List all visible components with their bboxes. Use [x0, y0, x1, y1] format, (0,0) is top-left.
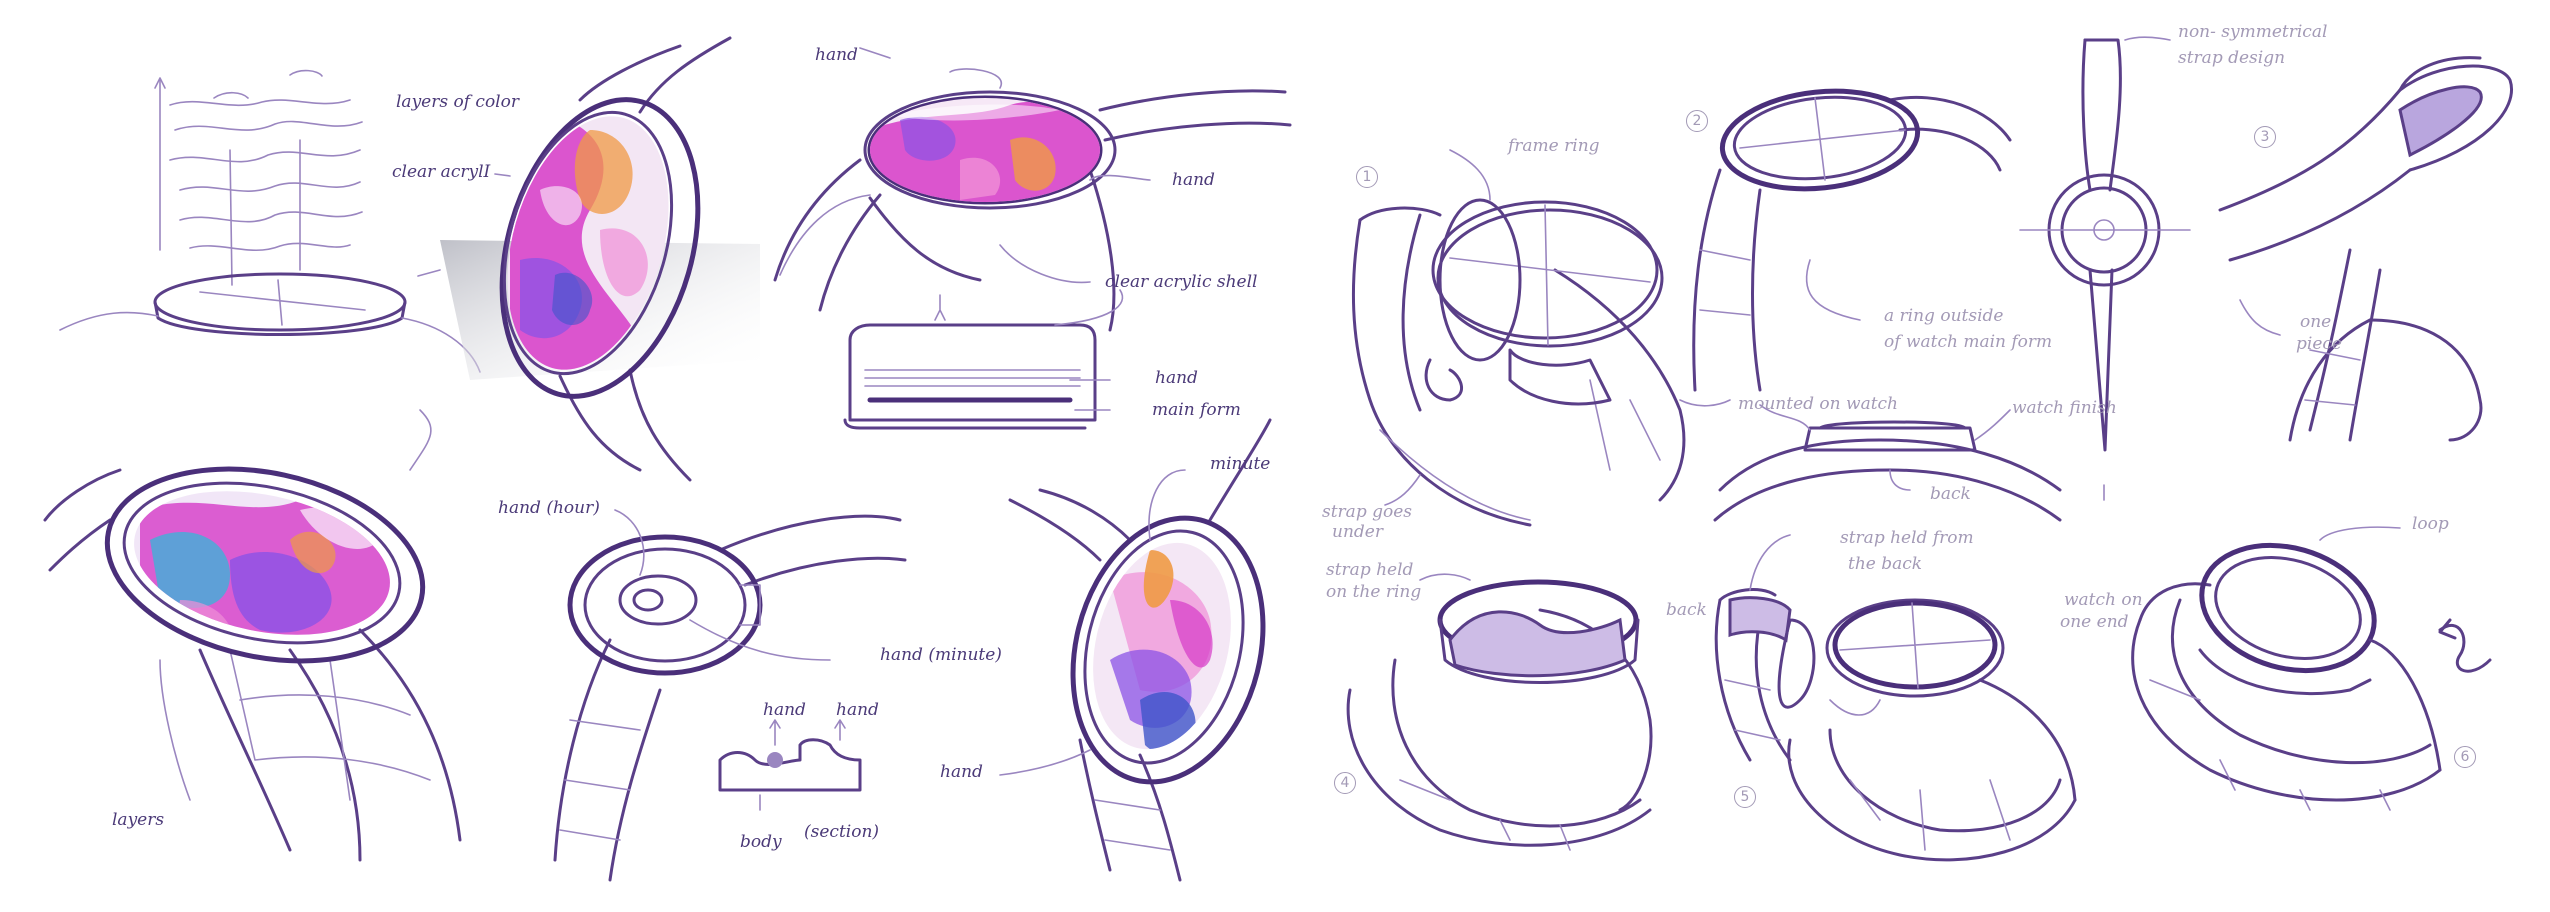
label-watch-finish: watch finish [2012, 398, 2117, 418]
label-section-hand-a: hand [763, 700, 806, 720]
sketch-concept-5 [1714, 534, 2077, 862]
label-non-symmetrical-2: strap design [2178, 48, 2286, 68]
sketch-acrylic-shell-watch [773, 47, 1292, 430]
sketch-concept-6 [2131, 526, 2492, 811]
label-hand-minute: hand (minute) [880, 645, 1002, 665]
concept-number-2: 2 [1686, 110, 1708, 132]
label-hand-section: hand [1155, 368, 1198, 388]
sketch-minute-watch [999, 418, 1272, 882]
label-one-piece-1: one [2300, 312, 2332, 332]
sketch-concept-front [2019, 36, 2191, 501]
sketch-concept-2 [1692, 88, 2062, 522]
label-back-small: back [1666, 600, 1707, 620]
label-section: (section) [804, 822, 880, 842]
label-clear-acrylic: clear acrylI [392, 162, 491, 182]
concept-number-1: 1 [1356, 166, 1378, 188]
label-section-hand-b: hand [836, 700, 879, 720]
label-minute: minute [1210, 454, 1271, 474]
label-layers: layers [112, 810, 165, 830]
label-loop: loop [2412, 514, 2449, 534]
label-hand-top: hand [815, 45, 858, 65]
label-layers-of-color: layers of color [396, 92, 519, 112]
label-strap-held-ring-1: strap held [1326, 560, 1414, 580]
concept-number-4: 4 [1334, 772, 1356, 794]
label-strap-held-back-1: strap held from [1840, 528, 1974, 548]
label-clear-acrylic-shell: clear acrylic shell [1105, 272, 1258, 292]
label-ring-outside-2: of watch main form [1884, 332, 2053, 352]
label-watch-one-end-2: one end [2060, 612, 2129, 632]
label-strap-held-ring-2: on the ring [1326, 582, 1422, 602]
label-mounted-on-watch: mounted on watch [1738, 394, 1899, 414]
label-strap-goes-under-1: strap goes [1322, 502, 1413, 522]
label-hand-bottom: hand [940, 762, 983, 782]
label-strap-goes-under-2: under [1332, 522, 1383, 542]
label-watch-one-end-1: watch on [2064, 590, 2143, 610]
concept-number-5: 5 [1734, 786, 1756, 808]
label-hand-hour: hand (hour) [498, 498, 600, 518]
sketch-layered-watch [43, 409, 462, 862]
label-strap-held-back-2: the back [1848, 554, 1923, 574]
label-frame-ring: frame ring [1508, 136, 1600, 156]
label-back: back [1930, 484, 1971, 504]
label-main-form: main form [1152, 400, 1241, 420]
label-hand-right: hand [1172, 170, 1215, 190]
concept-number-6: 6 [2454, 746, 2476, 768]
sketch-concept-3 [2218, 56, 2513, 442]
label-non-symmetrical-1: non- symmetrical [2178, 22, 2328, 42]
label-ring-outside-1: a ring outside [1884, 306, 2004, 326]
label-one-piece-2: piece [2296, 334, 2342, 354]
label-section-body: body [740, 832, 782, 852]
sketch-concept-4 [1346, 573, 1653, 851]
concept-number-3: 3 [2254, 126, 2276, 148]
sketch-hand-watch [553, 509, 907, 882]
sketch-exploded-layers [59, 69, 481, 373]
sketch-concept-1 [1351, 149, 1731, 527]
